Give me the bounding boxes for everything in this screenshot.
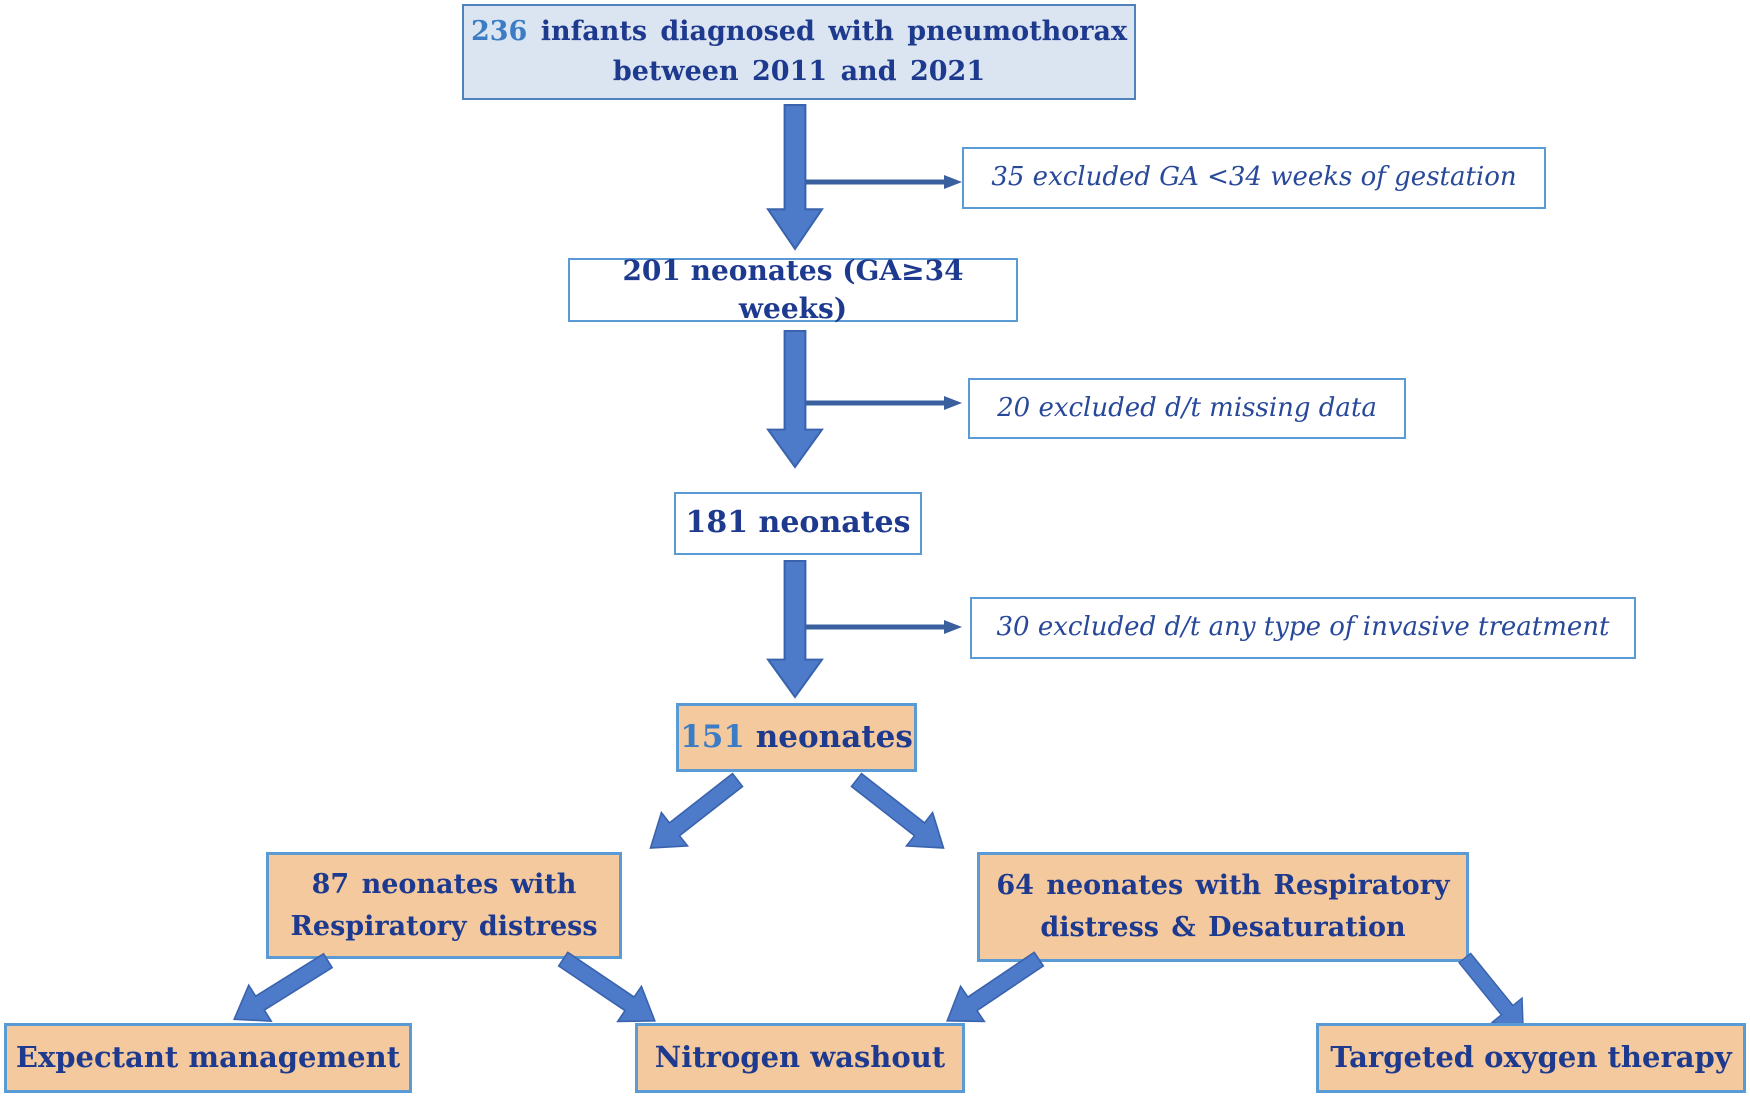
151-number: 151 <box>680 718 745 755</box>
151-neonates-line: 151 neonates <box>680 717 913 759</box>
node-excluded-ga: 35 excluded GA <34 weeks of gestation <box>962 147 1546 209</box>
87-line1: 87 neonates with <box>311 868 577 900</box>
node-181-neonates: 181 neonates <box>674 492 922 555</box>
64-line2: distress & Desaturation <box>1040 912 1406 943</box>
branch-arrow-2 <box>806 396 962 410</box>
node-151-neonates: 151 neonates <box>676 703 917 772</box>
node-total-infants: 236 infants diagnosed with pneumothorax … <box>462 4 1136 100</box>
151-text: neonates <box>755 718 913 755</box>
diagonal-arrow-151-to-87 <box>636 762 752 866</box>
branch-arrow-3 <box>806 620 962 634</box>
node-nitrogen-washout: Nitrogen washout <box>635 1023 965 1093</box>
diagonal-arrow-151-to-64 <box>842 762 958 866</box>
branch-arrow-1 <box>806 175 962 189</box>
total-infants-line1: 236 infants diagnosed with pneumothorax <box>471 12 1127 52</box>
node-targeted-oxygen-therapy: Targeted oxygen therapy <box>1316 1023 1746 1093</box>
node-expectant-management: Expectant management <box>4 1023 412 1093</box>
64-line1: 64 neonates with Respiratory <box>996 870 1450 901</box>
total-infants-number: 236 <box>470 16 528 47</box>
87-line2: Respiratory distress <box>290 910 598 942</box>
node-201-neonates: 201 neonates (GA≥34 weeks) <box>568 254 1018 325</box>
node-excluded-missing-data: 20 excluded d/t missing data <box>968 378 1406 439</box>
node-64-respiratory-desaturation: 64 neonates with Respiratory distress & … <box>977 852 1469 962</box>
node-87-respiratory-distress: 87 neonates with Respiratory distress <box>266 852 622 959</box>
node-excluded-invasive: 30 excluded d/t any type of invasive tre… <box>970 597 1636 659</box>
total-infants-line2: between 2011 and 2021 <box>612 56 986 87</box>
total-infants-text: infants diagnosed with pneumothorax <box>540 16 1128 47</box>
